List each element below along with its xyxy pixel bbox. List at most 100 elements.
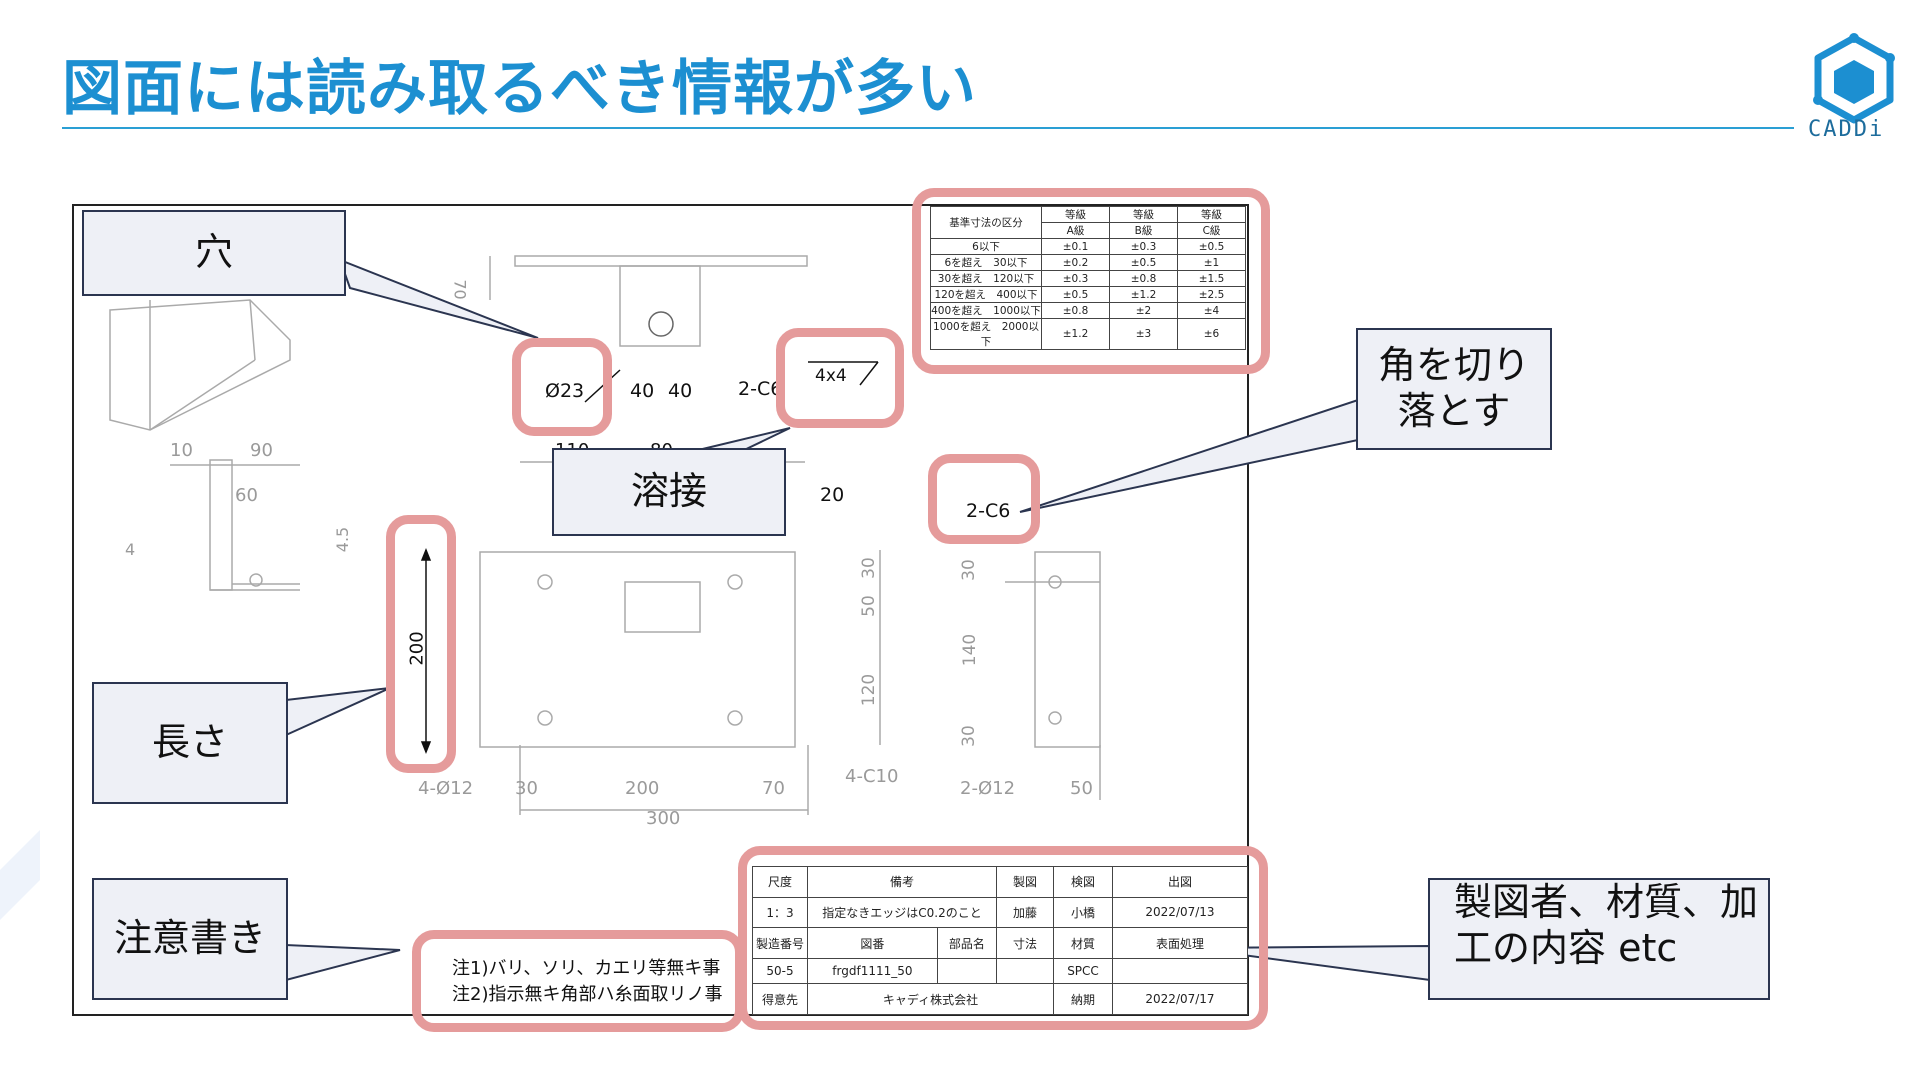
dim-70-bottom: 70 (762, 778, 785, 799)
callout-title-block-line1: 製図者、材質、加 (1454, 880, 1759, 924)
dim-30-a: 30 (858, 557, 879, 579)
table-row: 得意先 キャディ株式会社 納期 2022/07/17 (752, 983, 1248, 1015)
slide-title: 図面には読み取るべき情報が多い (62, 54, 977, 124)
note-line-2: 注2)指示無キ角部ハ糸面取リノ事 (452, 984, 723, 1005)
callout-notes: 注意書き (92, 878, 288, 1000)
table-row: 120を超え 400以下 ±0.5 ±1.2 ±2.5 (930, 286, 1246, 303)
callout-chamfer-line2: 落とす (1397, 389, 1511, 433)
cell (996, 957, 1054, 985)
dim-60: 60 (235, 485, 258, 506)
cell: 部品名 (936, 927, 998, 959)
callout-weld: 溶接 (552, 448, 786, 536)
cell: 寸法 (996, 927, 1054, 959)
drawing-sheet-border (72, 204, 1249, 1016)
tol-cell: ±3 (1109, 318, 1178, 350)
dim-200-bottom: 200 (625, 778, 660, 799)
cell (936, 957, 998, 985)
highlight-chamfer (928, 454, 1040, 544)
callout-length: 長さ (92, 682, 288, 804)
dim-50: 50 (858, 595, 879, 617)
table-row: 400を超え 1000以下 ±0.8 ±2 ±4 (930, 302, 1246, 319)
dim-70-top: 70 (450, 279, 470, 300)
cube-logo-icon (1813, 33, 1895, 124)
drawing-notes: 注1)バリ、ソリ、カエリ等無キ事 注2)指示無キ角部ハ糸面取リノ事 (452, 956, 722, 1008)
dim-chamfer-side: 2-C6 (966, 500, 1011, 522)
tol-cell: ±0.5 (1041, 286, 1110, 303)
title-divider (62, 127, 1794, 129)
callout-hole: 穴 (82, 210, 346, 296)
range-cell: 400を超え 1000以下 (930, 302, 1042, 319)
highlight-title-block (738, 846, 1268, 1030)
table-row: 50-5 frgdf1111_50 SPCC (752, 957, 1248, 985)
logo-wordmark: CADDi (1808, 117, 1885, 142)
dim-4: 4 (125, 540, 136, 559)
dim-4-phi12: 4-Ø12 (418, 778, 474, 799)
cell: 1：3 (752, 896, 808, 929)
tol-cell: ±1.2 (1041, 318, 1110, 350)
cell: 表面処理 (1112, 927, 1248, 959)
cell: 2022/07/13 (1112, 896, 1248, 929)
highlight-hole (512, 338, 612, 436)
title-block-table: 尺度 備考 製図 検図 出図 1：3 指定なきエッジはC0.2のこと 加藤 小橋… (752, 866, 1248, 1015)
dim-140: 140 (960, 633, 981, 667)
weld-mark: 4x4 (815, 366, 847, 386)
highlight-notes (412, 930, 744, 1032)
cell: 備考 (807, 866, 997, 898)
dim-120: 120 (859, 673, 880, 707)
table-row: 製造番号 図番 部品名 寸法 材質 表面処理 (752, 927, 1248, 959)
range-cell: 1000を超え 2000以下 (930, 318, 1042, 350)
isometric-view (109, 299, 291, 431)
range-cell: 120を超え 400以下 (930, 286, 1042, 303)
callout-chamfer: 角を切り 落とす (1356, 328, 1552, 450)
range-cell: 30を超え 120以下 (930, 270, 1042, 287)
table-row: 1000を超え 2000以下 ±1.2 ±3 ±6 (930, 318, 1246, 350)
cell: 図番 (807, 927, 938, 959)
cell (1112, 957, 1248, 985)
dim-2-phi12: 2-Ø12 (960, 778, 1016, 799)
cell: 得意先 (752, 983, 808, 1015)
notes-callout-tail (285, 943, 401, 982)
chamfer-callout-tail (1019, 398, 1359, 513)
callout-notes-text: 注意書き (113, 916, 266, 961)
cell: 納期 (1053, 983, 1113, 1015)
dim-40-a: 40 (630, 380, 655, 402)
cell: 指定なきエッジはC0.2のこと (807, 896, 997, 929)
dim-20: 20 (820, 484, 845, 506)
dim-hole-diameter: Ø23 (545, 380, 585, 402)
dim-4-5: 4.5 (333, 526, 353, 553)
cell: 尺度 (752, 866, 808, 898)
cell: 検図 (1053, 866, 1113, 898)
dim-50-side: 50 (1070, 778, 1093, 799)
tolerance-table: 基準寸法の区分 等級 等級 等級 A級 B級 C級 6以下 ±0.1 ±0.3 … (930, 206, 1246, 350)
dim-40-b: 40 (668, 380, 693, 402)
tol-cell: ±2.5 (1177, 286, 1246, 303)
cell: frgdf1111_50 (807, 957, 938, 985)
callout-title-block-line2: 工の内容 etc (1454, 925, 1678, 970)
table-row: 30を超え 120以下 ±0.3 ±0.8 ±1.5 (930, 270, 1246, 287)
dim-30-side-bottom: 30 (958, 725, 979, 747)
callout-title-block: 製図者、材質、加 工の内容 etc (1428, 878, 1770, 1000)
callout-chamfer-line1: 角を切り (1377, 343, 1530, 388)
tol-cell: ±2 (1109, 302, 1178, 319)
decorative-shape (0, 830, 40, 920)
dim-90: 90 (250, 440, 273, 461)
cell: 出図 (1112, 866, 1248, 898)
callout-hole-text: 穴 (194, 230, 233, 275)
callout-length-text: 長さ (151, 720, 228, 765)
dim-chamfer-top: 2-C6 (738, 378, 783, 400)
table-row: 1：3 指定なきエッジはC0.2のこと 加藤 小橋 2022/07/13 (752, 896, 1248, 929)
dim-300: 300 (646, 808, 681, 829)
cell: キャディ株式会社 (807, 983, 1054, 1015)
callout-weld-text: 溶接 (630, 469, 707, 514)
tolerance-header-label: 基準寸法の区分 (930, 206, 1042, 239)
hole-callout-tail (338, 258, 539, 339)
table-row: 尺度 備考 製図 検図 出図 (752, 866, 1248, 898)
dim-30-b: 30 (515, 778, 538, 799)
highlight-tolerance-table (912, 188, 1270, 374)
length-callout-tail (285, 687, 391, 737)
note-line-1: 注1)バリ、ソリ、カエリ等無キ事 (452, 958, 721, 979)
dim-30-side-top: 30 (958, 559, 979, 581)
cell: 材質 (1053, 927, 1113, 959)
dim-4-c10: 4-C10 (845, 766, 899, 787)
dim-10: 10 (170, 440, 193, 461)
